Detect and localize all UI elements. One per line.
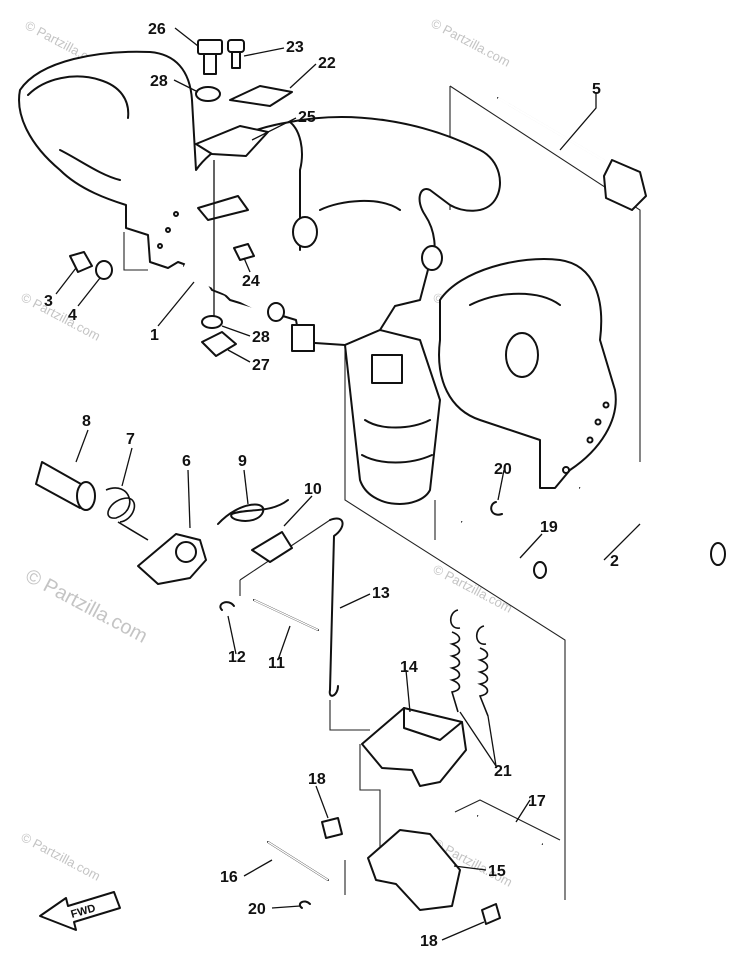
callout-18: 18 [420,933,438,950]
callout-20: 20 [248,901,266,918]
swivel-bracket [18,50,501,346]
callout-20: 20 [494,461,512,478]
part-5-lever [497,96,647,211]
part-2-bolt [579,486,726,566]
springs-21 [449,609,489,717]
callout-17: 17 [528,793,546,810]
callout-22: 22 [318,55,336,72]
callout-28: 28 [150,73,168,90]
callout-9: 9 [238,453,247,470]
callout-27: 27 [252,357,270,374]
callout-4: 4 [68,307,77,324]
callout-16: 16 [220,869,238,886]
mid-parts [217,499,344,697]
watermark-main: © Partzilla.com [22,565,151,648]
callout-5: 5 [592,81,601,98]
left-parts [35,461,207,585]
callout-10: 10 [304,481,322,498]
lower-parts [267,707,544,925]
upper-hardware [69,39,293,357]
bracket-tube [291,324,441,505]
part-1-tube [180,259,285,322]
callout-26: 26 [148,21,166,38]
callout-14: 14 [400,659,418,676]
callout-23: 23 [286,39,304,56]
callout-6: 6 [182,453,191,470]
watermark-text: © Partzilla.com [429,15,513,69]
part-19-pin [460,520,547,579]
callout-18: 18 [308,771,326,788]
callout-25: 25 [298,109,316,126]
callout-3: 3 [44,293,53,310]
watermark-text: © Partzilla.com [19,289,103,343]
callout-24: 24 [242,273,260,290]
callouts: 26 23 22 28 25 5 24 3 4 1 28 27 8 7 6 9 … [44,21,619,950]
callout-1: 1 [150,327,159,344]
watermark-text: © Partzilla.com [19,829,103,883]
clamp-bracket [438,258,617,489]
callout-7: 7 [126,431,135,448]
callout-21: 21 [494,763,512,780]
callout-28: 28 [252,329,270,346]
spring-parts [449,501,503,717]
watermark-text: © Partzilla.com [431,561,515,615]
fwd-arrow: FWD [39,891,121,931]
callout-11: 11 [268,655,285,672]
callout-8: 8 [82,413,91,430]
callout-15: 15 [488,863,506,880]
callout-13: 13 [372,585,390,602]
callout-12: 12 [228,649,246,666]
callout-19: 19 [540,519,558,536]
leader-lines [55,27,641,941]
callout-2: 2 [610,553,619,570]
